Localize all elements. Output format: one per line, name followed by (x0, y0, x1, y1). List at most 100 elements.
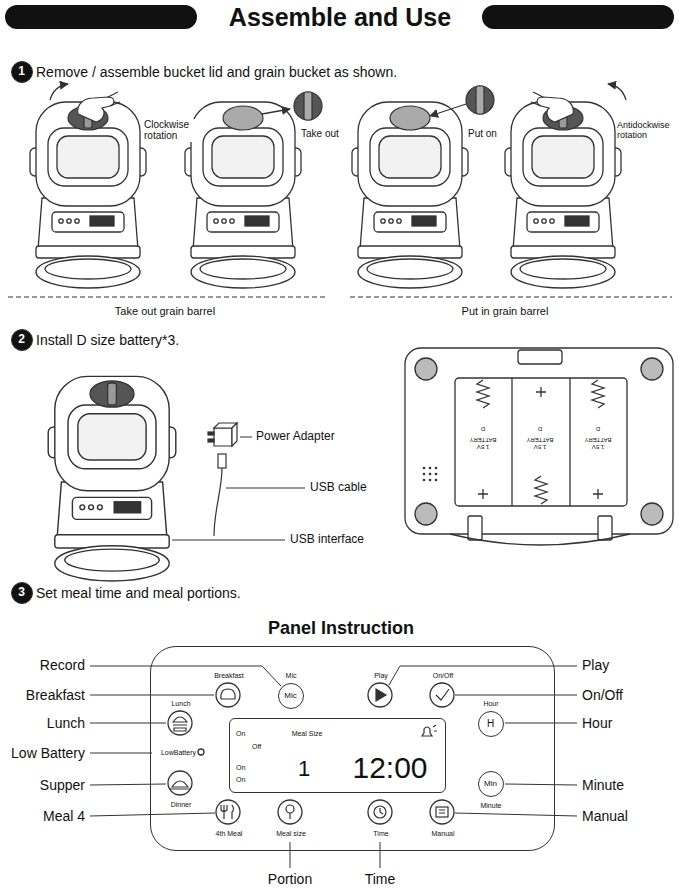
button-icons (436, 807, 448, 817)
panel-buttons (368, 800, 392, 824)
button-icons (221, 805, 234, 819)
button-icons (436, 689, 449, 700)
usb-cable (214, 454, 226, 536)
node-text: Min (484, 779, 497, 788)
button-icons (374, 806, 386, 818)
node-text: Dinner (171, 801, 192, 809)
callout-label: Minute (582, 777, 624, 793)
part-label: USB cable (310, 481, 367, 495)
battery-marking: 1.5V BATTERY (468, 436, 498, 450)
callout-label: Low Battery (11, 745, 85, 761)
battery-marking: D (596, 425, 600, 432)
step-1-figures (185, 102, 301, 288)
callout-label: Manual (582, 808, 628, 824)
leader-line (172, 437, 305, 540)
leader-line (389, 666, 577, 685)
leader-line (505, 784, 577, 785)
feeder-underside (477, 380, 489, 408)
action-label: Take out (300, 128, 340, 140)
step-1-figures (78, 92, 120, 122)
step-1-figures (352, 102, 468, 288)
node-text: 3 (18, 586, 25, 600)
step-1-figures (466, 86, 494, 114)
node-text: 12:00 (352, 751, 427, 786)
node-text: LowBattery (161, 749, 196, 757)
callout-label: Meal 4 (43, 808, 85, 824)
battery-marking: D (538, 425, 542, 432)
leader-line (455, 813, 577, 816)
callout-label: Record (40, 657, 85, 673)
minute-button: Min (478, 771, 504, 797)
callout-label: Lunch (47, 715, 85, 731)
node-text: On (236, 764, 245, 772)
rotation-note: Clockwise rotation (143, 119, 197, 142)
callout-label: On/Off (582, 687, 623, 703)
leader-line (455, 695, 577, 696)
step-1-figures (505, 102, 621, 288)
step-1-figures (531, 92, 573, 122)
leader-line (240, 437, 252, 438)
button-icons (170, 781, 190, 789)
panel-buttons (430, 800, 454, 824)
button-icons (380, 808, 383, 814)
figure-caption: Take out grain barrel (115, 305, 215, 318)
feeder-underside (435, 467, 438, 470)
power-adapter (214, 428, 232, 446)
panel-buttons (198, 749, 204, 755)
node-text: On (236, 776, 245, 784)
power-adapter (208, 423, 237, 446)
step-1-figures (390, 106, 430, 130)
feeder-underside (415, 358, 437, 380)
figure-caption: Put in grain barrel (462, 305, 549, 318)
button-icons (173, 717, 187, 731)
feeder-underside (450, 534, 630, 545)
feeder-underside (415, 503, 437, 525)
node-text: Meal size (276, 830, 306, 838)
step-2-figures (90, 381, 134, 407)
step-number: 1 (11, 61, 33, 83)
battery-marking: 1.5V BATTERY (525, 436, 555, 450)
step-1-figures (8, 84, 672, 297)
step-1-figures (294, 92, 322, 120)
step-2-figures (48, 348, 673, 581)
button-icons (376, 689, 386, 701)
panel-heading: Panel Instruction (268, 618, 414, 639)
feeder-underside (455, 378, 627, 506)
panel-buttons (168, 683, 454, 824)
callout-label: Play (582, 657, 609, 673)
callout-label: Breakfast (26, 687, 85, 703)
feeder-underside (535, 476, 547, 504)
leader-line (90, 784, 166, 785)
battery-marking: 1.5V BATTERY (583, 436, 613, 450)
callout-label: Portion (268, 871, 312, 887)
node-text: Off (252, 743, 261, 751)
button-icons (170, 689, 449, 819)
node-text: On (236, 730, 245, 738)
node-text: 2 (18, 333, 25, 347)
step-1-figures (78, 92, 120, 122)
panel-buttons (216, 800, 240, 824)
rotation-arrow (608, 84, 626, 100)
move-arrow (262, 109, 290, 114)
feeder-underside (435, 479, 438, 482)
feeder-underside (429, 467, 432, 470)
feeder-underside (598, 516, 612, 540)
step-1-figures (531, 92, 573, 122)
node-text: On/Off (433, 672, 454, 680)
feeder-underside (511, 378, 512, 506)
feeder-underside (641, 503, 663, 525)
panel-buttons (368, 683, 392, 707)
node-text: Hour (483, 700, 498, 708)
step-1-figures (466, 86, 494, 114)
leader-line (226, 488, 305, 489)
feeder-underside (569, 378, 570, 506)
node-text: 4th Meal (216, 830, 243, 838)
node-text: 1 (18, 65, 25, 79)
power-adapter (208, 432, 214, 435)
leader-line (290, 842, 291, 868)
hour-button: H (478, 711, 504, 737)
button-icons (221, 689, 235, 699)
button-icons (289, 813, 290, 819)
step-1-figures (294, 92, 322, 120)
